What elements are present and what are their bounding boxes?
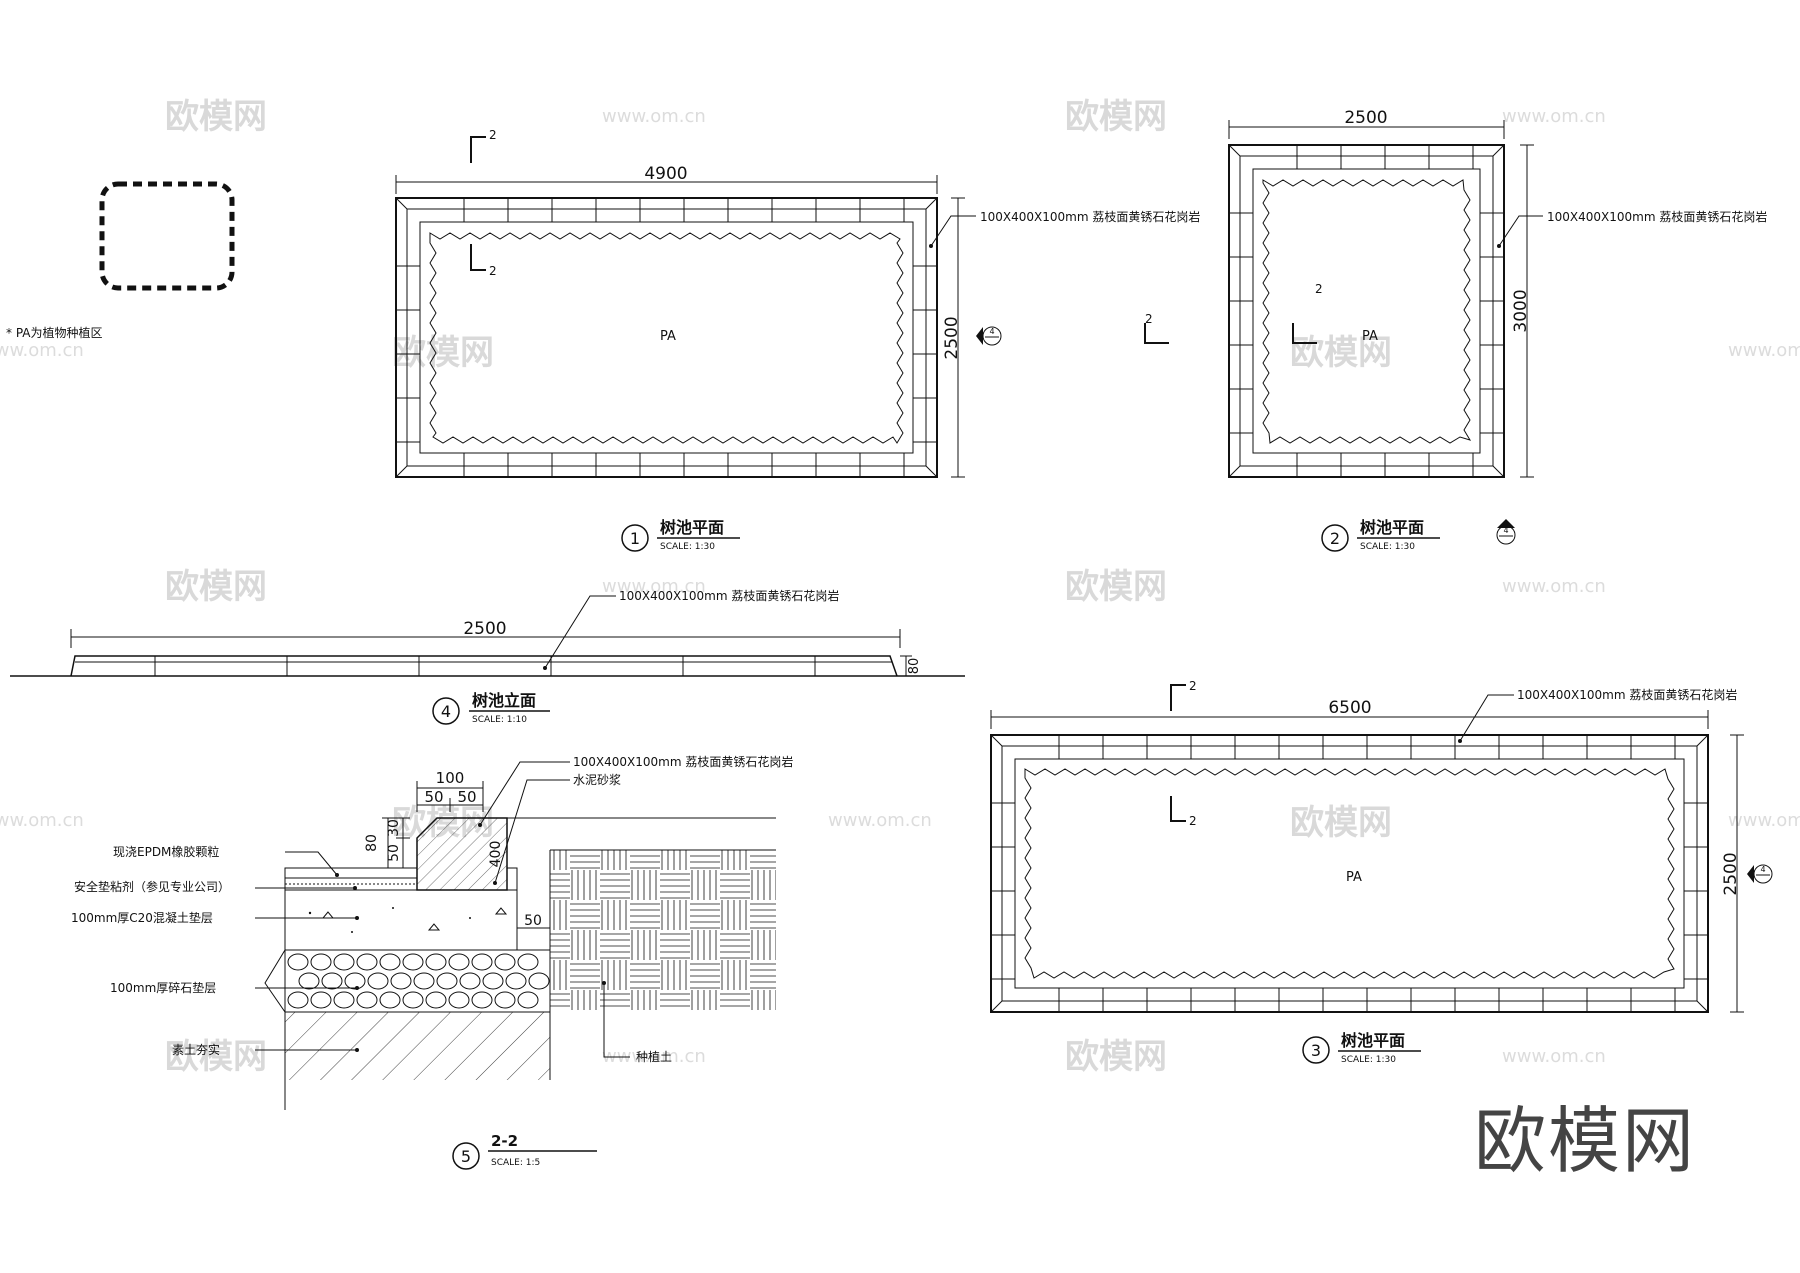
plan1-area-label: PA [660, 329, 676, 344]
plan1-scale: SCALE: 1:30 [660, 542, 715, 552]
plan2-width-dim: 2500 [1344, 108, 1387, 128]
watermark-url: www.om.cn [602, 576, 706, 597]
watermark-brand: 欧模网 [392, 333, 494, 373]
plan2-height-dim: 3000 [1511, 289, 1531, 332]
elev4-material-note: 100X400X100mm 荔枝面黄锈石花岗岩 [619, 588, 839, 603]
elev4-title-block: 4 树池立面 SCALE: 1:10 [432, 691, 550, 725]
svg-text:4: 4 [1503, 526, 1508, 535]
plan3-title-number: 3 [1311, 1041, 1321, 1060]
watermark-brand: 欧模网 [165, 97, 267, 137]
watermark-url: www.om.cn [0, 340, 84, 361]
plan3-title-block: 3 树池平面 SCALE: 1:30 [1302, 1031, 1421, 1065]
watermark-url: www.om.cn [1502, 576, 1606, 597]
svg-text:4: 4 [989, 327, 994, 336]
watermark-logo: 欧模网 [1474, 1099, 1697, 1183]
sec5-label-epdm: 现浇EPDM橡胶颗粒 [113, 844, 219, 859]
sec5-dim-w50: 50 [524, 913, 542, 929]
plan3-width-dim: 6500 [1328, 698, 1371, 718]
watermark-url: www.om.cn [602, 106, 706, 127]
sec5-title: 2-2 [491, 1132, 518, 1150]
plan3-scale: SCALE: 1:30 [1341, 1055, 1396, 1065]
watermark-brand: 欧模网 [165, 1037, 267, 1077]
sec5-title-block: 5 2-2 SCALE: 1:5 [452, 1132, 597, 1170]
plan-1: 4900 2500 PA 100X400X100mm 荔枝面黄锈石花岗岩 2 2… [395, 128, 1200, 552]
plan3-area-label: PA [1346, 870, 1362, 885]
watermark-url: www.om.cn [1502, 1046, 1606, 1067]
plan3-height-dim: 2500 [1721, 852, 1741, 895]
sec5-title-number: 5 [461, 1147, 471, 1166]
watermark-url: www.om.cn [0, 810, 84, 831]
plan3-material-note: 100X400X100mm 荔枝面黄锈石花岗岩 [1517, 687, 1737, 702]
plan3-title: 树池平面 [1341, 1031, 1405, 1050]
watermark-brand: 欧模网 [1290, 803, 1392, 843]
sec5-dim-100: 100 [436, 769, 465, 787]
plan2-section-mark-left: 2 [1145, 312, 1153, 326]
watermark-url: www.om.cn [828, 810, 932, 831]
plan1-material-note: 100X400X100mm 荔枝面黄锈石花岗岩 [980, 209, 1200, 224]
watermark-brand: 欧模网 [165, 567, 267, 607]
watermark-brand: 欧模网 [1065, 567, 1167, 607]
sec5-label-mortar: 水泥砂浆 [573, 772, 621, 787]
plan1-section-mark-bottom: 2 [489, 264, 497, 278]
plan2-material-note: 100X400X100mm 荔枝面黄锈石花岗岩 [1547, 209, 1767, 224]
plan3-section-mark-top: 2 [1189, 679, 1197, 693]
plan1-title-block: 1 树池平面 SCALE: 1:30 [621, 518, 740, 552]
sec5-label-soil: 素土夯实 [172, 1042, 220, 1057]
elev4-width-dim: 2500 [463, 619, 506, 639]
plan2-section-mark-center: 2 [1315, 282, 1323, 296]
plan1-title-number: 1 [630, 529, 640, 548]
watermark-url: www.om.cn [1728, 810, 1800, 831]
plan1-title: 树池平面 [660, 518, 724, 537]
plan2-area-label: PA [1362, 329, 1378, 344]
sec5-dim-50a: 50 [424, 788, 443, 806]
elev4-title: 树池立面 [472, 691, 536, 710]
elev4-scale: SCALE: 1:10 [472, 715, 527, 725]
plan3-section-mark-bottom: 2 [1189, 814, 1197, 828]
watermark-brand: 欧模网 [1065, 1037, 1167, 1077]
watermark-url: www.om.cn [1502, 106, 1606, 127]
watermark-brand: 欧模网 [1065, 97, 1167, 137]
watermark-url: www.om.cn [602, 1046, 706, 1067]
sec5-dim-80: 80 [364, 834, 380, 852]
section-5: 100 50 50 80 50 30 400 50 100X400X100mm … [71, 754, 793, 1170]
sec5-label-adhesive: 安全垫粘剂（参见专业公司） [74, 879, 230, 894]
plan1-section-mark-top: 2 [489, 128, 497, 142]
legend: * PA为植物种植区 [6, 181, 235, 340]
sec5-dim-50v: 50 [386, 844, 402, 862]
sec5-scale: SCALE: 1:5 [491, 1158, 540, 1168]
legend-note: * PA为植物种植区 [6, 325, 103, 340]
plan2-title: 树池平面 [1360, 518, 1424, 537]
sec5-dim-50b: 50 [457, 788, 476, 806]
plan2-elevation-marker: 4 [1496, 519, 1516, 545]
watermark-url: www.om.cn [1728, 340, 1800, 361]
plan-3: 6500 2500 PA 100X400X100mm 荔枝面黄锈石花岗岩 2 2… [990, 679, 1773, 1065]
elev4-title-number: 4 [441, 702, 451, 721]
plan3-elevation-marker: 4 [1747, 864, 1773, 884]
plan2-title-block: 2 树池平面 SCALE: 1:30 [1321, 518, 1440, 552]
planting-area-symbol [99, 181, 235, 291]
plan1-width-dim: 4900 [644, 164, 687, 184]
plan2-scale: SCALE: 1:30 [1360, 542, 1415, 552]
plan1-height-dim: 2500 [942, 316, 962, 359]
elev4-height-dim: 80 [907, 658, 922, 675]
plan1-elevation-marker: 4 [976, 326, 1002, 346]
watermarks: 欧模网 www.om.cn 欧模网 www.om.cn www.om.cn 欧模… [0, 97, 1800, 1077]
sec5-label-stone: 100X400X100mm 荔枝面黄锈石花岗岩 [573, 754, 793, 769]
sec5-label-gravel: 100mm厚碎石垫层 [110, 980, 216, 995]
sec5-label-planting: 种植土 [636, 1049, 672, 1064]
plan2-title-number: 2 [1330, 529, 1340, 548]
plan-2: 2500 3000 PA 100X400X100mm 荔枝面黄锈石花岗岩 2 2… [1144, 108, 1767, 552]
watermark-brand: 欧模网 [1290, 333, 1392, 373]
elevation-4: 2500 80 100X400X100mm 荔枝面黄锈石花岗岩 4 树池立面 S… [10, 588, 965, 725]
svg-text:4: 4 [1760, 865, 1765, 874]
sec5-dim-400: 400 [488, 841, 504, 868]
sec5-label-concrete: 100mm厚C20混凝土垫层 [71, 910, 213, 925]
sec5-dim-30: 30 [386, 819, 402, 837]
